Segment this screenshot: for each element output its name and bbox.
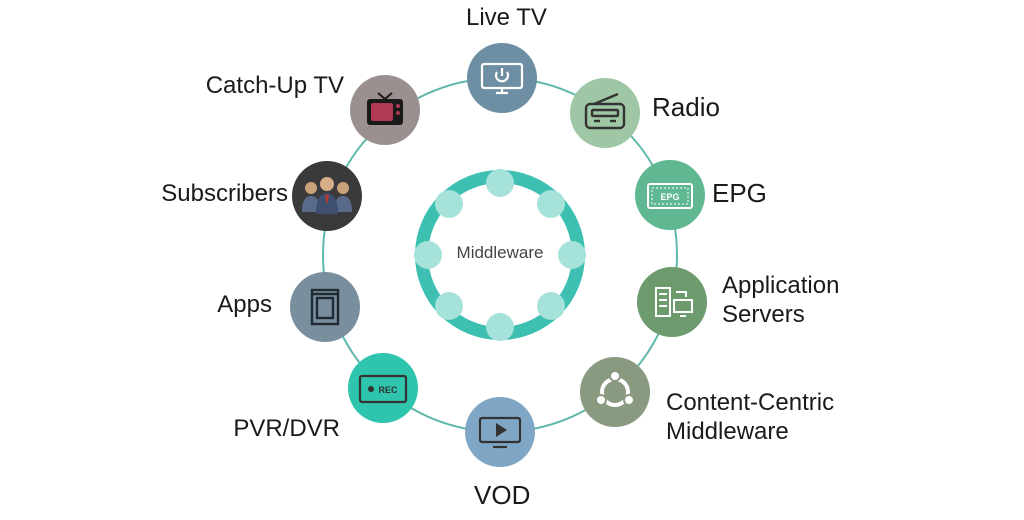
label-live-tv: Live TV [466, 4, 547, 31]
people-icon [302, 177, 352, 214]
label-radio: Radio [652, 92, 720, 122]
node-epg: EPG [635, 160, 705, 230]
center-label: Middleware [456, 243, 544, 262]
node-content-centric-middleware [580, 357, 650, 427]
node-subscribers [292, 161, 362, 231]
node-epg-circle [635, 160, 705, 230]
label-apps: Apps [217, 291, 272, 318]
radio-icon [584, 92, 626, 130]
node-live-tv-circle [467, 43, 537, 113]
middleware-gear-icon [414, 169, 586, 341]
label-epg: EPG [712, 178, 767, 208]
node-apps [290, 272, 360, 342]
play-screen-icon [478, 416, 522, 449]
label-application-servers-line-2: Servers [722, 300, 805, 328]
node-catch-up-tv [350, 75, 420, 145]
label-application-servers-line-1: Application [722, 272, 840, 299]
node-content-centric-middleware-circle [580, 357, 650, 427]
tv-power-icon [480, 62, 524, 95]
app-window-icon [310, 288, 340, 326]
node-vod [465, 397, 535, 467]
label-subscribers: Subscribers [161, 180, 288, 207]
label-content-centric-middleware-line-2: Middleware [666, 417, 789, 445]
rec-icon: REC [358, 374, 408, 404]
node-application-servers-circle [637, 267, 707, 337]
retro-tv-icon [367, 92, 403, 125]
node-radio [570, 78, 640, 148]
node-pvr-dvr-circle [348, 353, 418, 423]
ubuntu-icon [595, 370, 635, 407]
node-apps-circle [290, 272, 360, 342]
node-radio-circle [570, 78, 640, 148]
server-icon [655, 287, 693, 317]
label-application-servers: Application Servers [722, 272, 839, 330]
label-content-centric-middleware: Content-Centric Middleware [666, 389, 834, 447]
epg-icon: EPG [647, 183, 693, 209]
label-pvr-dvr: PVR/DVR [233, 415, 340, 442]
node-application-servers [637, 267, 707, 337]
label-catch-up-tv: Catch-Up TV [205, 72, 344, 99]
label-content-centric-middleware-line-1: Content-Centric [666, 389, 835, 416]
rec-icon-text: REC [378, 385, 398, 395]
epg-icon-text: EPG [660, 192, 679, 202]
label-vod: VOD [474, 480, 531, 510]
node-pvr-dvr: REC [348, 353, 418, 423]
node-live-tv [467, 43, 537, 113]
